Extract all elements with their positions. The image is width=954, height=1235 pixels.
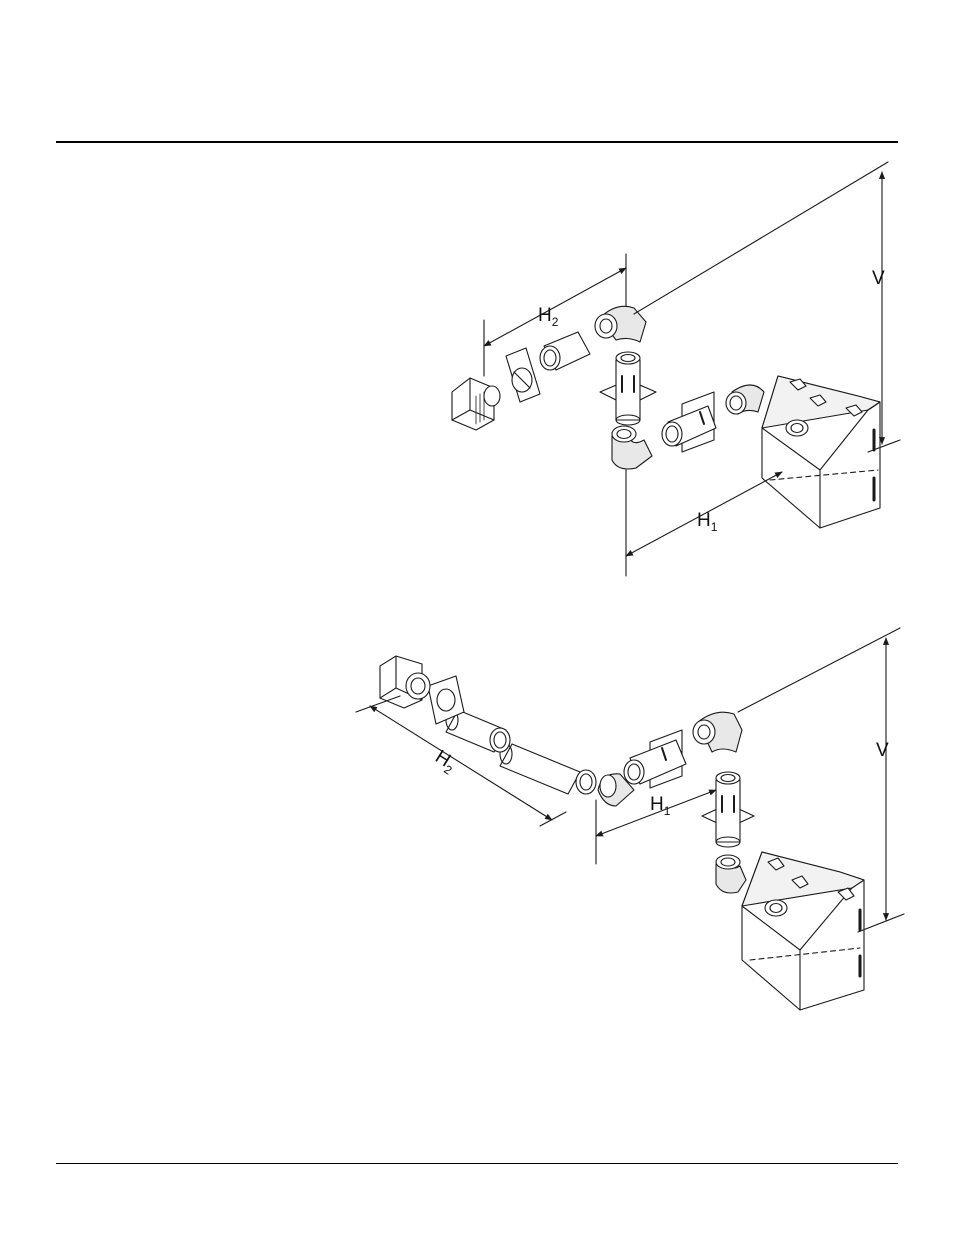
label-v: V xyxy=(872,268,885,289)
diagram-bottom: H2 H1 V xyxy=(356,628,904,1010)
label-v: V xyxy=(876,740,889,761)
pipe-section xyxy=(540,332,590,370)
label-h1: H1 xyxy=(697,510,718,534)
elbow-fitting xyxy=(726,385,764,414)
diagram-top: H2 H1 V xyxy=(452,162,900,576)
fireplace-unit xyxy=(762,376,880,528)
fireplace-unit xyxy=(742,852,864,1010)
pipe-section xyxy=(624,730,686,788)
label-h2: H2 xyxy=(538,305,559,329)
elbow-fitting xyxy=(693,712,742,752)
label-h1: H1 xyxy=(650,794,671,818)
vertical-pipe xyxy=(600,352,656,425)
pipe-section xyxy=(446,710,510,752)
dimension-h1: H1 xyxy=(626,470,782,576)
label-h2: H2 xyxy=(430,746,460,777)
elbow-fitting xyxy=(612,426,652,469)
pipe-section xyxy=(662,392,716,452)
pipe-section xyxy=(500,744,596,794)
elbow-fitting xyxy=(716,855,746,893)
wall-thimble xyxy=(506,348,540,402)
vertical-pipe xyxy=(702,772,754,847)
vent-termination-cap xyxy=(452,378,500,430)
